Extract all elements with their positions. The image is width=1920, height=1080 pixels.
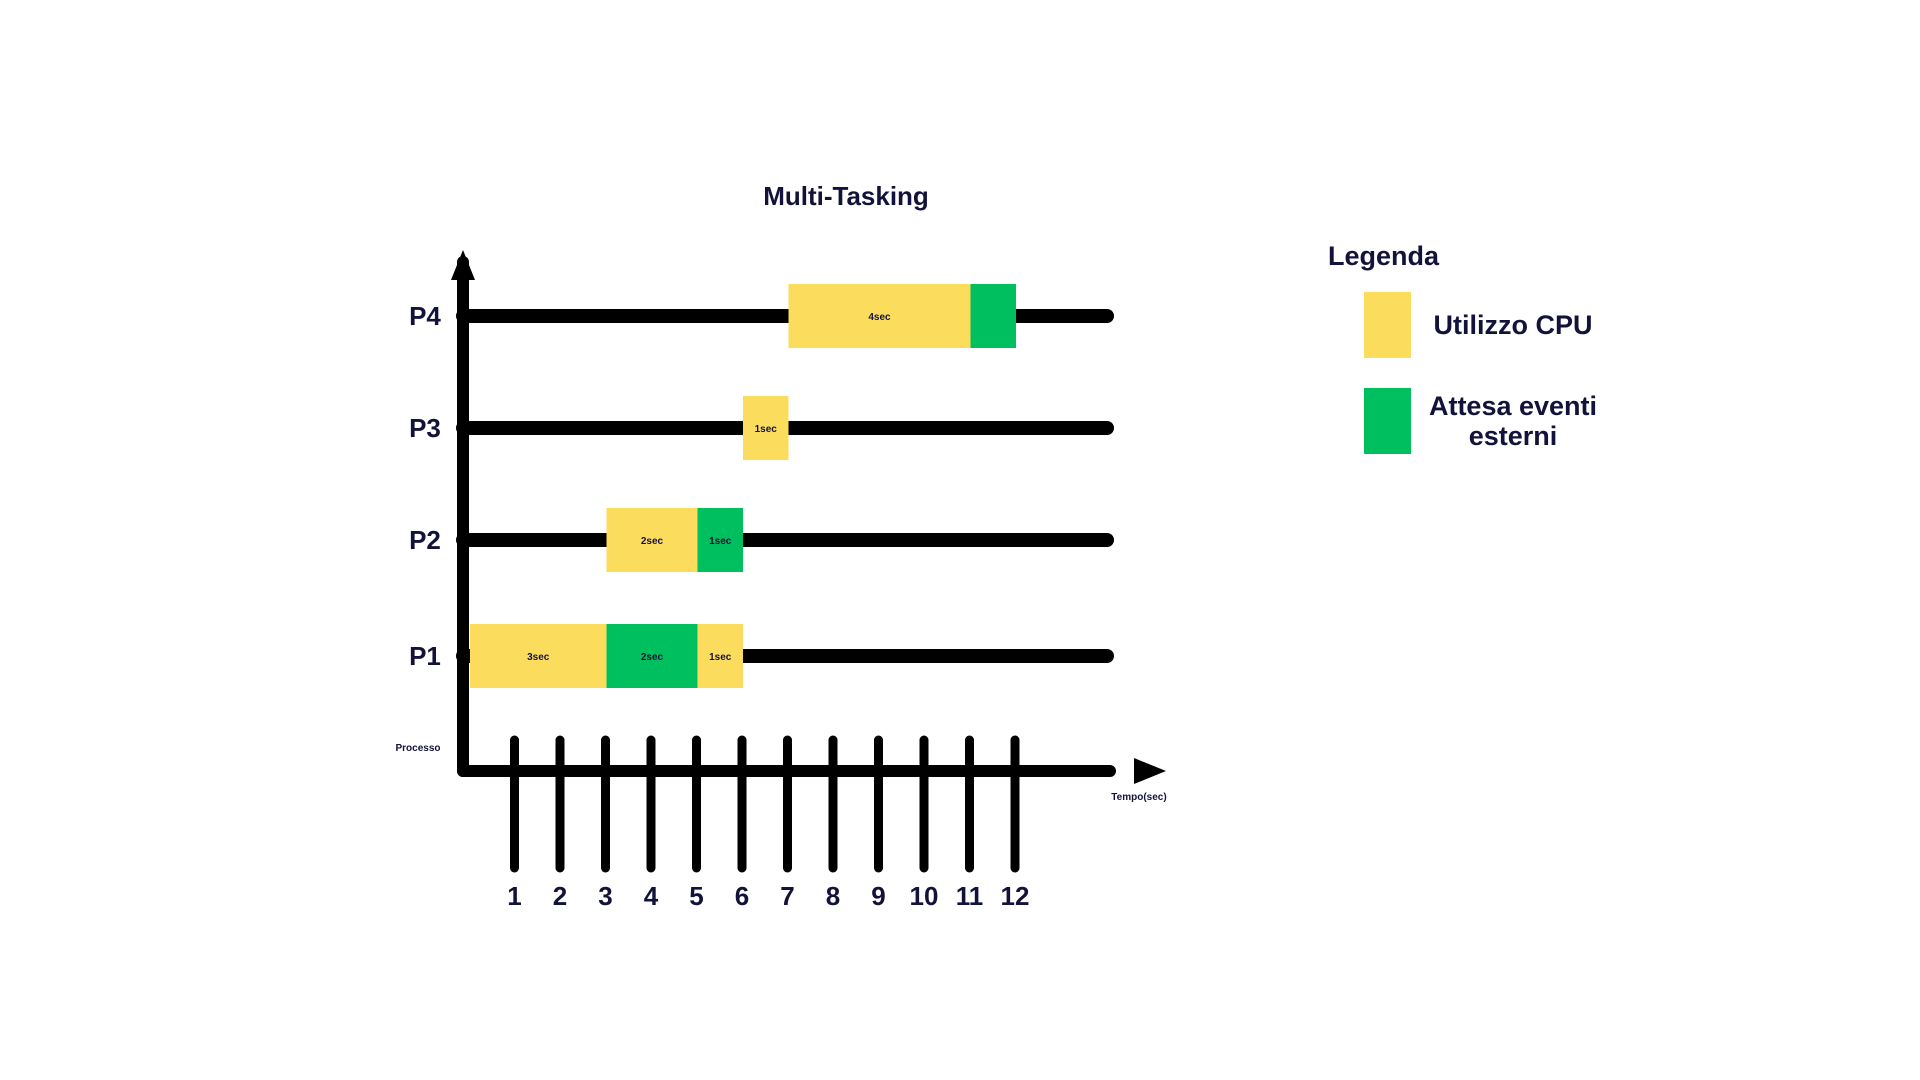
legend-label: Attesa eventi [1429,391,1597,421]
y-axis-arrow [451,250,475,280]
wait-segment [970,284,1016,348]
tick-label: 9 [871,881,885,911]
tick-label: 12 [1001,881,1030,911]
segment-label: 1sec [709,536,732,547]
tick-label: 3 [598,881,612,911]
tick-label: 11 [956,881,984,911]
diagram-title: Multi-Tasking [763,181,929,211]
cpu-segment [743,396,789,460]
x-axis-label: Tempo(sec) [1111,792,1166,803]
legend-title: Legenda [1328,241,1440,271]
tick-label: 5 [689,881,703,911]
tick-label: 8 [826,881,840,911]
tick-label: 1 [507,881,521,911]
segment-label: 2sec [641,652,664,663]
legend-label: esterni [1469,421,1558,451]
tick-label: 4 [644,881,659,911]
legend-swatch-cpu [1364,292,1411,358]
cpu-segment [470,624,607,688]
segment-label: 4sec [868,312,891,323]
process-label: P4 [409,301,441,331]
process-label: P1 [409,641,441,671]
process-row-p1: P1 3sec 2sec 1sec [409,624,1114,688]
legend-swatch-wait [1364,388,1411,454]
tick-label: 7 [780,881,794,911]
segment-label: 1sec [755,424,778,435]
tick-label: 6 [735,881,749,911]
wait-segment [606,624,698,688]
cpu-segment [788,284,971,348]
process-label: P3 [409,413,441,443]
segment-label: 2sec [641,536,664,547]
segment-label: 1sec [709,652,732,663]
tick-label: 10 [910,881,939,911]
cpu-segment [606,508,698,572]
segment-label: 3sec [527,652,550,663]
cpu-segment [697,624,743,688]
legend-label: Utilizzo CPU [1434,310,1593,340]
process-row-p4: P4 4sec [409,284,1114,348]
x-axis-arrow [1134,758,1166,784]
y-axis-label: Processo [395,743,440,754]
process-row-p2: P2 2sec 1sec [409,508,1114,572]
process-row-p3: P3 1sec [409,396,1114,460]
tick-label: 2 [553,881,567,911]
wait-segment [697,508,743,572]
process-label: P2 [409,525,441,555]
